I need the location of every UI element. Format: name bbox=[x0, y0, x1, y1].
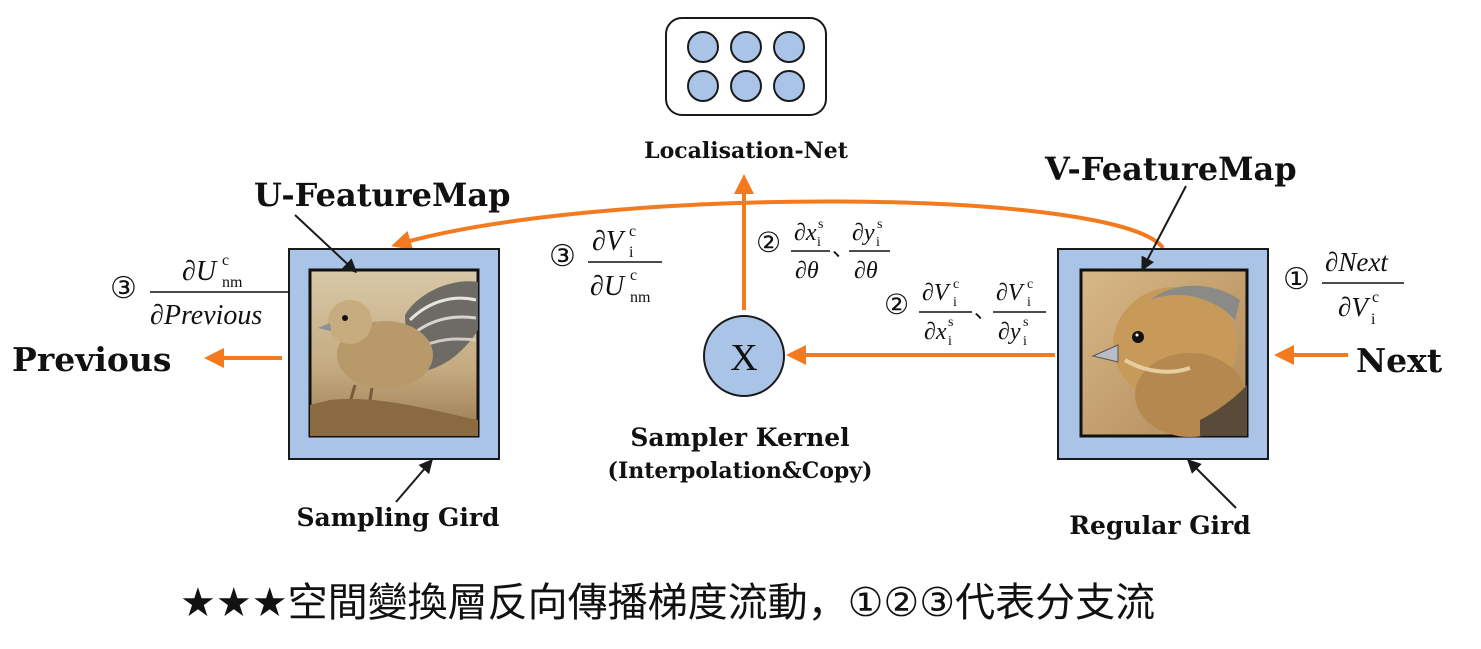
formula-1-marker: ① bbox=[1283, 263, 1310, 296]
formula-3a-den-sub: nm bbox=[630, 289, 651, 306]
formula-2b-marker: ② bbox=[884, 290, 909, 321]
formula-1-numerator: ∂Next bbox=[1325, 247, 1389, 277]
sampler-node-label: X bbox=[730, 337, 757, 379]
formula-3b-den: ∂Previous bbox=[150, 300, 262, 331]
formula-3b-marker: ③ bbox=[110, 272, 137, 305]
regular-grid-label: Regular Gird bbox=[1069, 511, 1250, 540]
sampling-grid-label: Sampling Gird bbox=[296, 503, 499, 532]
formula-3b-num-sup: c bbox=[222, 252, 229, 269]
formula-2a-num1-sup: s bbox=[818, 217, 823, 232]
sampler-kernel-label: Sampler Kernel bbox=[630, 423, 849, 452]
u-featuremap bbox=[288, 248, 500, 460]
bird-wing-image bbox=[310, 281, 478, 436]
v-featuremap bbox=[1057, 248, 1269, 460]
sampler-node bbox=[703, 315, 785, 397]
formula-3a-num-sup: c bbox=[629, 223, 636, 240]
formula-2a-num1-base: ∂x bbox=[794, 220, 817, 246]
formula-2a-marker: ② bbox=[756, 228, 781, 259]
formula-2a-num1-sub: i bbox=[817, 235, 821, 250]
neuron bbox=[773, 70, 805, 102]
bird-head-image bbox=[1091, 285, 1247, 437]
formula-3a-den-base: ∂U bbox=[590, 271, 626, 302]
formula-2a-sep: 、 bbox=[832, 236, 854, 261]
sampler-kernel-sublabel: (Interpolation&Copy) bbox=[608, 458, 873, 484]
formula-2b-den2-sub: i bbox=[1023, 334, 1027, 349]
formula-1: ① ∂Next ∂V c i bbox=[1283, 247, 1404, 328]
v-featuremap-label: V-FeatureMap bbox=[1044, 150, 1297, 188]
pointer-regular-grid bbox=[1187, 459, 1237, 509]
formula-3b-num-base: ∂U bbox=[182, 256, 218, 287]
formula-3a: ③ ∂V c i ∂U c nm bbox=[549, 223, 662, 306]
formula-3b: ③ ∂U c nm ∂Previous bbox=[110, 252, 290, 331]
formula-2b-num1-sup: c bbox=[953, 277, 959, 292]
formula-3a-den-sup: c bbox=[630, 267, 637, 284]
formula-2b-den2-base: ∂y bbox=[998, 319, 1021, 345]
formula-2b-num2-sub: i bbox=[1027, 295, 1031, 310]
pointer-v-featuremap bbox=[1141, 185, 1187, 272]
formula-1-den-sub: i bbox=[1371, 311, 1376, 328]
neuron bbox=[730, 70, 762, 102]
formula-2a: ② ∂x s i ∂θ 、 ∂y s i ∂θ bbox=[756, 217, 890, 284]
neuron bbox=[773, 31, 805, 63]
formula-2b-num1-sub: i bbox=[953, 295, 957, 310]
formula-2a-den2: ∂θ bbox=[854, 258, 878, 284]
pointer-sampling-grid bbox=[395, 458, 433, 503]
formula-2b-den2-sup: s bbox=[1023, 315, 1028, 330]
formula-2b: ② ∂V c i ∂x s i 、 ∂V c i ∂y s i bbox=[884, 277, 1046, 349]
formula-1-den-base: ∂V bbox=[1338, 292, 1371, 322]
neuron bbox=[730, 31, 762, 63]
localisation-net-label: Localisation-Net bbox=[644, 138, 849, 164]
formula-2b-den1-base: ∂x bbox=[924, 319, 947, 345]
formula-3a-marker: ③ bbox=[549, 240, 576, 273]
u-featuremap-label: U-FeatureMap bbox=[254, 176, 510, 214]
formula-3a-num-sub: i bbox=[629, 244, 634, 261]
formula-2a-num2-sub: i bbox=[876, 235, 880, 250]
formula-2a-num2-base: ∂y bbox=[852, 220, 875, 246]
formula-3b-num-sub: nm bbox=[222, 274, 243, 291]
formula-2b-num1-base: ∂V bbox=[922, 280, 951, 306]
previous-label: Previous bbox=[12, 340, 172, 379]
arc-arrow-v-to-u bbox=[391, 199, 1165, 251]
caption: ★★★空間變換層反向傳播梯度流動，①②③代表分支流 bbox=[180, 580, 1155, 626]
neuron bbox=[687, 31, 719, 63]
formula-1-den-sup: c bbox=[1372, 289, 1379, 306]
neuron bbox=[687, 70, 719, 102]
formula-2b-den1-sup: s bbox=[948, 315, 953, 330]
formula-2b-den1-sub: i bbox=[948, 334, 952, 349]
next-label: Next bbox=[1356, 341, 1443, 380]
formula-2b-num2-sup: c bbox=[1027, 277, 1033, 292]
formula-2a-num2-sup: s bbox=[877, 217, 882, 232]
pointer-u-featuremap bbox=[294, 214, 358, 273]
formula-2b-sep: 、 bbox=[974, 298, 996, 323]
formula-2a-den1: ∂θ bbox=[795, 258, 819, 284]
formula-3a-num-base: ∂V bbox=[592, 226, 626, 257]
localisation-net bbox=[665, 17, 827, 116]
formula-2b-num2-base: ∂V bbox=[996, 280, 1025, 306]
